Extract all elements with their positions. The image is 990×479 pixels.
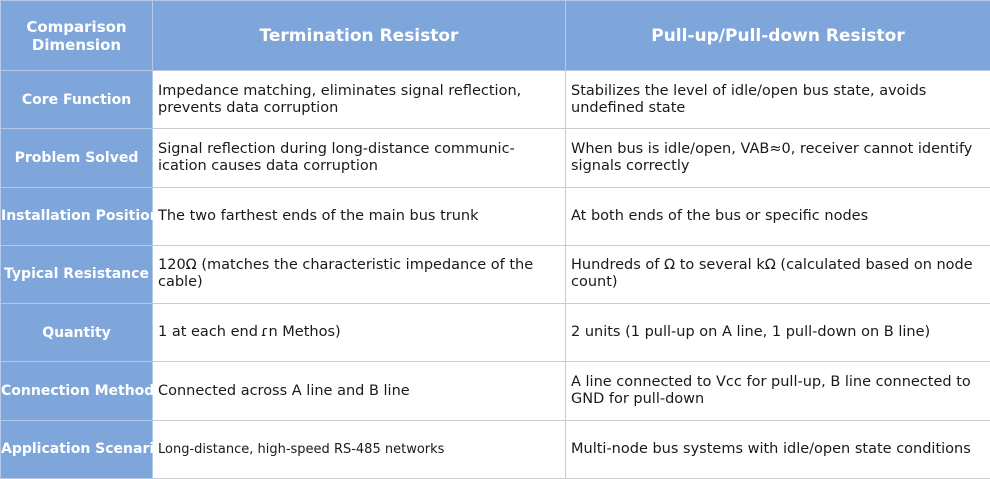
header-termination: Termination Resistor [152, 0, 566, 71]
termination-cell: Connected across A line and B line [152, 361, 566, 421]
row-dimension: Installation Position [0, 186, 160, 246]
pullup-cell: Hundreds of Ω to several kΩ (calculated … [565, 244, 990, 305]
table-row: Quantity 1 at each end ɾn Methos) 2 unit… [0, 303, 990, 363]
termination-cell: Long-distance, high-speed RS-485 network… [152, 419, 566, 479]
pullup-cell: Multi-node bus systems with idle/open st… [565, 419, 990, 479]
pullup-cell: When bus is idle/open, VAB≈0, receiver c… [565, 128, 990, 188]
header-row: Comparison Dimension Termination Resisto… [0, 0, 990, 71]
table-row: Application Scenario Long-distance, high… [0, 419, 990, 479]
termination-cell: 1 at each end ɾn Methos) [152, 303, 566, 363]
row-dimension: Typical Resistance [0, 244, 153, 305]
termination-cell: Impedance matching, eliminates signal re… [152, 69, 566, 130]
row-dimension: Core Function [0, 69, 153, 130]
header-pullup: Pull-up/Pull-down Resistor [565, 0, 990, 71]
table-row: Installation Position The two farthest e… [0, 186, 990, 246]
row-dimension: Connection Method [0, 361, 154, 421]
table-row: Problem Solved Signal reflection during … [0, 128, 990, 188]
row-dimension: Problem Solved [0, 128, 153, 188]
termination-cell: The two farthest ends of the main bus tr… [152, 186, 566, 246]
row-dimension: Application Scenario [0, 419, 164, 479]
row-dimension: Quantity [0, 303, 153, 363]
header-dimension: Comparison Dimension [0, 0, 153, 71]
pullup-cell: A line connected to Vcc for pull-up, B l… [565, 361, 990, 421]
table-row: Typical Resistance 120Ω (matches the cha… [0, 244, 990, 305]
termination-cell: Signal reflection during long-distance c… [152, 128, 566, 188]
pullup-cell: 2 units (1 pull-up on A line, 1 pull-dow… [565, 303, 990, 363]
pullup-cell: Stabilizes the level of idle/open bus st… [565, 69, 990, 130]
table-row: Connection Method Connected across A lin… [0, 361, 990, 421]
table-row: Core Function Impedance matching, elimin… [0, 69, 990, 130]
pullup-cell: At both ends of the bus or specific node… [565, 186, 990, 246]
termination-cell: 120Ω (matches the characteristic impedan… [152, 244, 566, 305]
